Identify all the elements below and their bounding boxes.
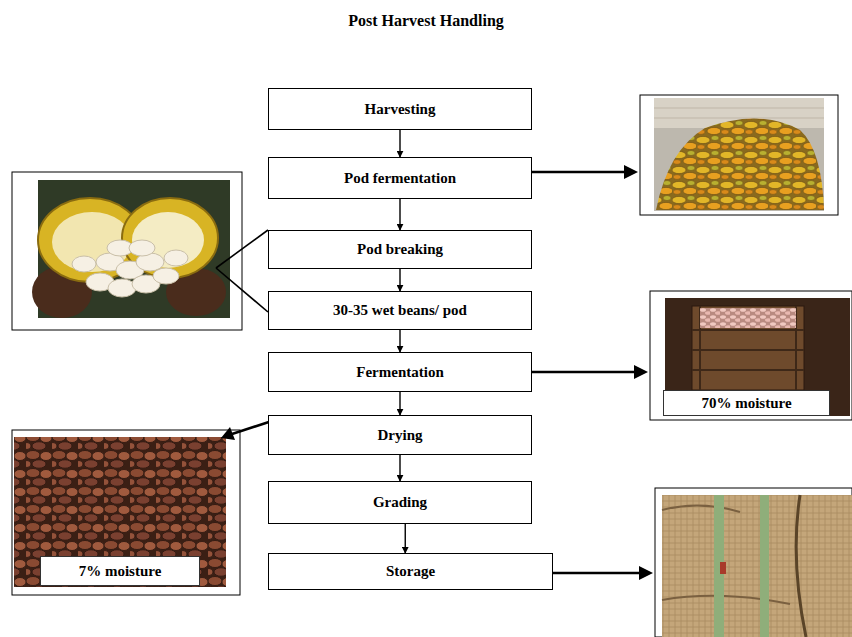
open-pod-photo (12, 172, 242, 330)
leader-line (216, 230, 268, 312)
step-label: Pod fermentation (344, 170, 456, 187)
open-pod-photo (108, 279, 136, 297)
flow-arrow (405, 524, 406, 553)
side-arrow (532, 171, 626, 174)
flow-arrow (399, 392, 400, 415)
dried-beans-photo (12, 430, 240, 595)
pod-heap-photo (640, 95, 838, 215)
fermentation-box-photo (692, 330, 804, 370)
pod-heap-photo (656, 118, 824, 210)
step-label: 30-35 wet beans/ pod (333, 302, 467, 319)
process-box: Harvesting (268, 88, 532, 130)
side-arrow (624, 165, 638, 179)
pod-heap-photo (654, 98, 824, 211)
sacks-photo (796, 495, 806, 637)
side-arrow (639, 566, 653, 580)
open-pod-photo (164, 250, 188, 266)
open-pod-photo (72, 256, 96, 272)
flow-arrow (399, 199, 400, 230)
sacks-photo (655, 488, 852, 637)
process-box: 30-35 wet beans/ pod (268, 291, 532, 330)
fermentation-box-photo (700, 306, 796, 390)
side-arrow (221, 165, 653, 580)
process-box: Pod fermentation (268, 157, 532, 199)
step-label: Fermentation (356, 364, 443, 381)
step-label: Harvesting (365, 101, 436, 118)
process-box: Grading (268, 481, 532, 524)
side-arrow (634, 365, 648, 379)
moisture-value: 7% moisture (79, 563, 162, 580)
flow-arrow (399, 130, 400, 157)
step-label: Drying (378, 427, 423, 444)
moisture-label: 7% moisture (40, 556, 200, 586)
flow-arrow (399, 330, 400, 352)
moisture-label: 70% moisture (663, 390, 830, 416)
process-box: Drying (268, 415, 532, 455)
dried-beans-photo (12, 430, 240, 595)
process-box: Fermentation (268, 352, 532, 392)
leader-line (216, 268, 268, 312)
fermentation-box-photo (650, 291, 852, 420)
sacks-photo (720, 562, 726, 574)
sacks-photo (662, 495, 852, 637)
flow-arrow (399, 269, 400, 291)
fermentation-box-photo (650, 291, 852, 420)
open-pod-photo (12, 172, 242, 330)
open-pod-photo (129, 240, 155, 256)
diagram-title: Post Harvest Handling (0, 12, 852, 30)
fermentation-box-photo (700, 308, 796, 328)
process-box: Storage (268, 553, 553, 590)
dried-beans-photo (14, 437, 226, 587)
flow-arrow (399, 455, 400, 481)
open-pod-photo (153, 268, 179, 284)
step-label: Pod breaking (357, 241, 443, 258)
moisture-value: 70% moisture (701, 395, 791, 412)
sacks-photo (655, 488, 852, 637)
pod-heap-photo (654, 108, 824, 118)
pod-heap-photo (640, 95, 838, 215)
step-label: Storage (386, 563, 435, 580)
sacks-photo (662, 505, 790, 604)
open-pod-photo (72, 240, 188, 297)
fermentation-box-photo (692, 306, 804, 390)
step-label: Grading (373, 494, 427, 511)
side-arrow (532, 371, 636, 374)
side-arrow (221, 427, 235, 440)
process-box: Pod breaking (268, 230, 532, 269)
side-arrow (553, 572, 641, 575)
sacks-photo (760, 495, 769, 637)
leader-line (216, 230, 268, 268)
open-pod-photo (52, 212, 132, 272)
